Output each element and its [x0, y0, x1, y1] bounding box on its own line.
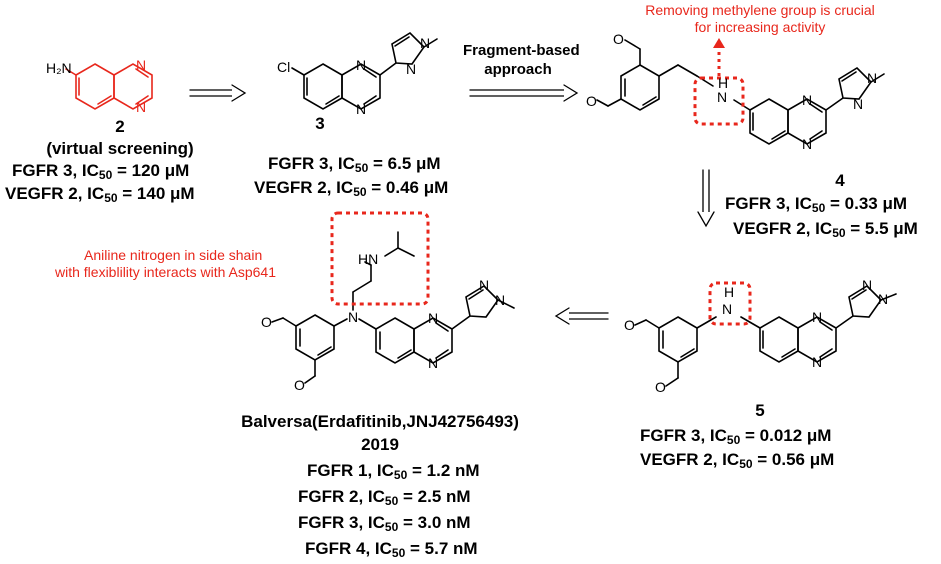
atom-h: H	[724, 284, 734, 300]
compound-4-fgfr3: FGFR 3, IC50 = 0.33 μM	[725, 194, 908, 215]
compound-2-source: (virtual screening)	[46, 139, 194, 158]
compound-2-vegfr2: VEGFR 2, IC50 = 140 μM	[5, 184, 195, 205]
nh-highlight-box	[708, 281, 752, 326]
atom-n: N	[867, 70, 877, 86]
erdafitinib-fgfr3: FGFR 3, IC50 = 3.0 nM	[298, 513, 471, 534]
highlight-boxes	[330, 76, 752, 326]
compound-4-number: 4	[835, 171, 845, 190]
atom-n: N	[348, 309, 358, 325]
drug-name: Balversa(Erdafitinib,JNJ42756493)	[241, 412, 519, 431]
compound-5-vegfr2: VEGFR 2, IC50 = 0.56 μM	[640, 450, 835, 471]
atom-n: N	[479, 277, 489, 293]
atom-labels: H₂N N N Cl N N N N O O H N N N N N O O H…	[46, 31, 888, 395]
atom-o: O	[261, 314, 272, 330]
removal-arrow	[713, 38, 725, 76]
atom-n: N	[428, 355, 438, 371]
atom-o: O	[613, 31, 624, 47]
atom-n: N	[495, 292, 505, 308]
compound-2-fgfr3: FGFR 3, IC50 = 120 μM	[12, 161, 190, 182]
atom-o: O	[655, 379, 666, 395]
atom-n: N	[722, 301, 732, 317]
atom-n: N	[812, 354, 822, 370]
atom-n: N	[802, 92, 812, 108]
atom-n: N	[420, 35, 430, 51]
compound-4-vegfr2: VEGFR 2, IC50 = 5.5 μM	[733, 219, 918, 240]
compound-3-fgfr3: FGFR 3, IC50 = 6.5 μM	[268, 154, 441, 175]
atom-n: N	[428, 310, 438, 326]
side-chain-highlight-box	[330, 211, 430, 306]
atom-n: N	[406, 61, 416, 77]
atom-n: N	[812, 309, 822, 325]
compound-5-structure	[634, 284, 897, 387]
atom-o: O	[586, 93, 597, 109]
compound-5-fgfr3: FGFR 3, IC50 = 0.012 μM	[640, 426, 832, 447]
atom-o: O	[294, 377, 305, 393]
atom-n: N	[356, 57, 366, 73]
compound-4-structure	[596, 39, 885, 145]
atom-h: H	[718, 75, 728, 91]
atom-n: N	[878, 291, 888, 307]
atom-n: N	[862, 277, 872, 293]
atom-n: N	[356, 101, 366, 117]
chloro-label: Cl	[277, 59, 290, 75]
approval-year: 2019	[361, 435, 399, 454]
erdafitinib-structure	[271, 231, 515, 384]
compound-5-number: 5	[755, 401, 765, 420]
compound-3-vegfr2: VEGFR 2, IC50 = 0.46 μM	[254, 178, 449, 199]
erdafitinib-fgfr2: FGFR 2, IC50 = 2.5 nM	[298, 487, 471, 508]
atom-n: N	[802, 136, 812, 152]
amine-label: H₂N	[46, 60, 72, 76]
atom-n: N	[136, 99, 146, 115]
compound-3-number: 3	[315, 114, 325, 133]
atom-n: N	[853, 96, 863, 112]
compound-2-number: 2	[115, 117, 125, 136]
atom-n: N	[136, 57, 146, 73]
compound-3-structure	[291, 31, 438, 110]
amine-hn-label: HN	[358, 251, 378, 267]
atom-n: N	[717, 89, 727, 105]
compound-2-structure	[65, 63, 153, 110]
atom-o: O	[624, 317, 635, 333]
erdafitinib-fgfr4: FGFR 4, IC50 = 5.7 nM	[305, 539, 478, 560]
erdafitinib-fgfr1: FGFR 1, IC50 = 1.2 nM	[307, 461, 480, 482]
reaction-arrows	[189, 84, 715, 325]
methylene-highlight-box	[693, 76, 745, 126]
